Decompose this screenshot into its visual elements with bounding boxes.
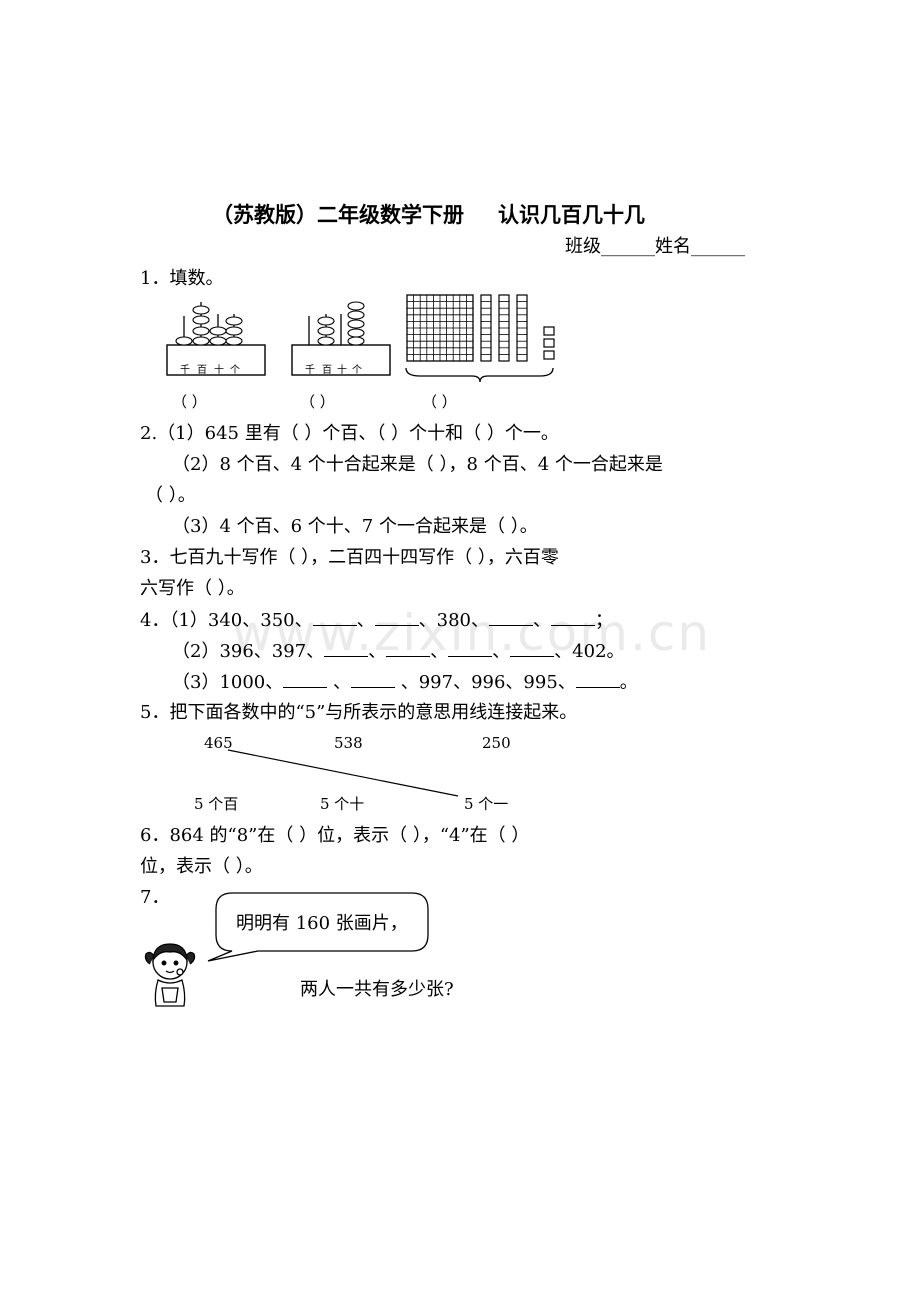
q5-number-465[interactable]: 465 (204, 734, 233, 752)
q7-label: 7． (140, 887, 170, 908)
curly-brace (405, 367, 554, 383)
q4-r2-a: （2）396、397、 (172, 641, 325, 662)
q4-r2-blank-1[interactable] (324, 640, 369, 657)
q5-number-538[interactable]: 538 (334, 734, 363, 752)
title-right: 认识几百几十几 (498, 202, 645, 227)
q7-question: 两人一共有多少张? (300, 979, 454, 1000)
unit-cubes (543, 326, 555, 360)
abacus2-label-thousands: 千 (305, 364, 315, 376)
q4-row-3: （3）1000、 、 、997、996、995、 。 (172, 671, 638, 694)
q4-row-2: （2）396、397、 、 、 、 、402。 (172, 640, 625, 663)
q1-answer-2[interactable]: （ ） (300, 393, 335, 411)
girl-illustration (144, 943, 196, 1007)
q4-r3-end: 。 (619, 672, 638, 693)
abacus-figure-2: 千 百 十 个 (291, 301, 391, 376)
abacus-label-tens: 十 (214, 363, 224, 376)
q1-label: 1．填数。 (140, 268, 224, 289)
abacus2-label-hundreds: 百 (322, 364, 332, 376)
q4-r1-sep-2: 、 (532, 610, 551, 631)
q4-r1-end: ； (594, 610, 613, 631)
q3-line-2: 六写作（ ）。 (140, 578, 245, 599)
abacus-label-ones: 个 (230, 364, 240, 376)
q1-answer-1[interactable]: （ ） (172, 393, 207, 411)
q4-r3-blank-2[interactable] (351, 671, 395, 688)
q4-r2-end: 、402。 (554, 641, 625, 662)
q4-r2-sep-3: 、 (492, 641, 511, 662)
q4-r1-blank-4[interactable] (550, 609, 595, 626)
q4-r1-mid: 、380、 (418, 610, 489, 631)
q6-line-1: 6．864 的“8”在（ ）位，表示（ ），“4”在（ ） (140, 825, 530, 846)
q2-line-4: （3）4 个百、6 个十、7 个一合起来是（ ）。 (172, 516, 538, 537)
q4-r2-blank-3[interactable] (448, 640, 493, 657)
q4-r1-blank-3[interactable] (488, 609, 533, 626)
q5-meaning-hundreds[interactable]: 5 个百 (194, 795, 239, 813)
q4-prefix: 4． (140, 610, 170, 631)
q4-r1-blank-1[interactable] (312, 609, 357, 626)
q4-r2-sep-1: 、 (368, 641, 387, 662)
q4-r2-blank-4[interactable] (510, 640, 555, 657)
abacus-label-hundreds: 百 (197, 364, 207, 376)
q4-r3-blank-1[interactable] (283, 671, 328, 688)
abacus-label-thousands: 千 (180, 364, 190, 376)
q1-answer-3[interactable]: （ ） (422, 393, 457, 411)
q4-row-1: 4．（1）340、350、 、 、380、 、 ； (140, 609, 613, 632)
abacus2-label-tens: 十 (337, 363, 347, 376)
q2-line-3: （ ）。 (145, 485, 196, 506)
q2-line-1: 2.（1）645 里有（ ）个百、（ ）个十和（ ）个一。 (140, 423, 559, 444)
unit-cube (543, 338, 555, 348)
q5-meaning-tens[interactable]: 5 个十 (320, 795, 365, 813)
q5-label: 5．把下面各数中的“5”与所表示的意思用线连接起来。 (140, 702, 578, 723)
q5-meaning-ones[interactable]: 5 个一 (464, 795, 509, 813)
q5-number-250[interactable]: 250 (482, 734, 511, 752)
q6-line-2: 位，表示（ ）。 (140, 856, 263, 877)
q4-r1-a: （1）340、350、 (169, 610, 313, 631)
hundred-square (406, 294, 474, 362)
q4-r3-a: （3）1000、 (172, 672, 284, 693)
q2-line-2: （2）8 个百、4 个十合起来是（ ），8 个百、4 个一合起来是 (172, 454, 663, 475)
q4-r3-mid: 、997、996、995、 (395, 672, 576, 693)
speech-bubble-text: 明明有 160 张画片， (236, 913, 408, 934)
abacus2-label-ones: 个 (352, 364, 362, 376)
abacus-figure-1: 千 百 十 个 (166, 302, 266, 376)
q4-r3-sep-1: 、 (327, 672, 351, 693)
q4-r2-sep-2: 、 (430, 641, 449, 662)
ten-rods (480, 294, 528, 362)
q4-r2-blank-2[interactable] (386, 640, 431, 657)
unit-cube (543, 350, 555, 360)
title-left: （苏教版）二年级数学下册 (212, 202, 464, 227)
unit-cube (543, 326, 555, 336)
q3-line-1: 3．七百九十写作（ ），二百四十四写作（ ），六百零 (140, 547, 559, 568)
page-title: （苏教版）二年级数学下册 认识几百几十几 (212, 202, 645, 228)
watermark: www.zixin.com.cn (232, 604, 712, 662)
class-name-line: 班级______姓名______ (565, 236, 745, 257)
q4-r3-blank-3[interactable] (575, 671, 620, 688)
q4-r1-sep-1: 、 (356, 610, 375, 631)
base-ten-blocks-figure (405, 294, 555, 383)
q4-r1-blank-2[interactable] (374, 609, 419, 626)
